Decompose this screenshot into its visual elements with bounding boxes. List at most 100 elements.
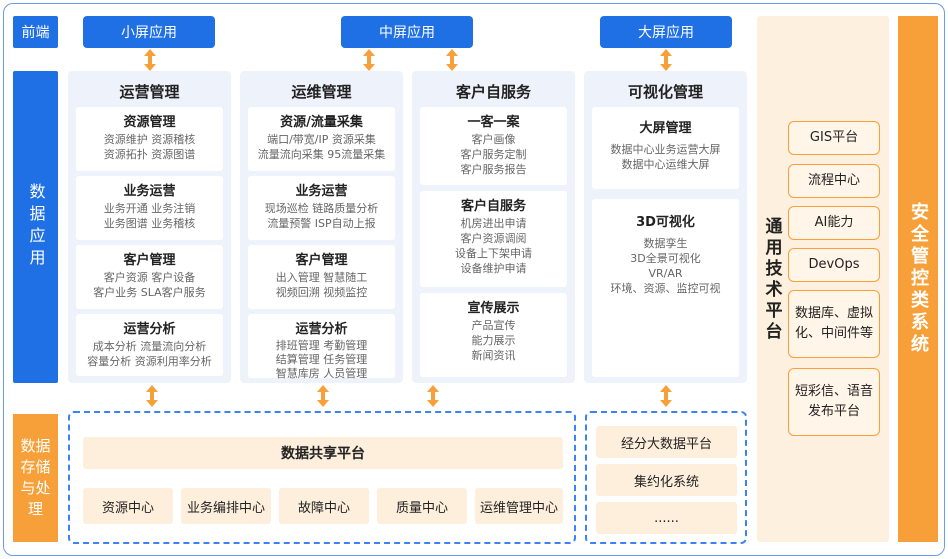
- card: 宣传展示 产品宣传能力展示新闻资讯: [420, 293, 567, 377]
- double-arrow-icon: [363, 49, 375, 71]
- double-arrow-icon: [660, 49, 672, 71]
- card-title: 客户管理: [123, 253, 176, 268]
- card-line: 新闻资讯: [471, 349, 516, 362]
- card-line: 客户画像: [471, 133, 516, 146]
- double-arrow-icon: [317, 385, 329, 407]
- process-center: 流程中心: [788, 164, 880, 198]
- card: 3D可视化 数据孪生 3D全景可视化 VR/AR 环境、资源、监控可视: [592, 199, 739, 377]
- card: 业务运营 业务开通 业务注销业务图谱 业务稽核: [76, 176, 223, 240]
- center-box: 质量中心: [377, 488, 467, 524]
- intensive-system: 集约化系统: [596, 464, 737, 496]
- more-placeholder: ......: [596, 502, 737, 534]
- center-box: 资源中心: [83, 488, 173, 524]
- gis-platform: GIS平台: [788, 121, 880, 155]
- card: 资源管理 资源维护 资源稽核资源拓扑 资源图谱: [76, 107, 223, 171]
- card-line: 视频回溯 视频监控: [275, 286, 368, 299]
- card-title: 3D可视化: [636, 215, 695, 230]
- frontend-label: 前端: [13, 16, 58, 48]
- tech-platform-label: 通用技术平台: [760, 190, 784, 370]
- column-operations: 运营管理 资源管理 资源维护 资源稽核资源拓扑 资源图谱 业务运营 业务开通 业…: [68, 71, 231, 383]
- card-line: 智慧库房 人员管理: [275, 367, 368, 380]
- card: 运营分析 成本分析 流量流向分析容量分析 资源利用率分析: [76, 314, 223, 376]
- card-line: 资源拓扑 资源图谱: [103, 148, 196, 161]
- card-line: 流量预警 ISP自动上报: [267, 217, 376, 230]
- card-line: 业务图谱 业务稽核: [103, 217, 196, 230]
- sms-voice-platform: 短彩信、语音发布平台: [788, 368, 880, 436]
- card: 客户管理 客户资源 客户设备客户业务 SLA客户服务: [76, 245, 223, 309]
- card-title: 大屏管理: [639, 121, 692, 136]
- card-line: 客户业务 SLA客户服务: [93, 286, 206, 299]
- card-line: 机房进出申请: [460, 217, 527, 230]
- card: 客户自服务 机房进出申请客户资源调阅设备上下架申请设备维护申请: [420, 191, 567, 287]
- card-line: 出入管理 智慧随工: [275, 271, 368, 284]
- double-arrow-icon: [146, 385, 158, 407]
- card-line: 环境、资源、监控可视: [610, 282, 721, 295]
- column-maintenance: 运维管理 资源/流量采集 端口/带宽/IP 资源采集流量流向采集 95流量采集 …: [240, 71, 403, 383]
- large-screen-app[interactable]: 大屏应用: [600, 16, 732, 48]
- column-title: 客户自服务: [455, 83, 531, 101]
- security-system: 安全管控类系统: [898, 16, 938, 542]
- card-title: 资源/流量采集: [280, 115, 363, 130]
- card-title: 业务运营: [123, 184, 176, 199]
- card-line: 设备维护申请: [460, 262, 527, 275]
- card-line: 流量流向采集 95流量采集: [257, 148, 386, 161]
- double-arrow-icon: [427, 385, 439, 407]
- center-box: 运维管理中心: [475, 488, 563, 524]
- card: 一客一案 客户画像客户服务定制客户服务报告: [420, 107, 567, 185]
- storage-main-area: [68, 411, 576, 544]
- card-line: 数据孪生: [643, 237, 688, 250]
- card-line: 设备上下架申请: [455, 247, 532, 260]
- column-visualization: 可视化管理 大屏管理 数据中心业务运营大屏数据中心运维大屏 3D可视化 数据孪生…: [584, 71, 747, 383]
- small-screen-app[interactable]: 小屏应用: [83, 16, 215, 48]
- card-line: 产品宣传: [471, 319, 516, 332]
- double-arrow-icon: [144, 49, 156, 71]
- data-app-label: 数据应用: [13, 71, 58, 383]
- center-box: 业务编排中心: [181, 488, 271, 524]
- medium-screen-app[interactable]: 中屏应用: [341, 16, 473, 48]
- devops: DevOps: [788, 248, 880, 282]
- card-title: 客户管理: [295, 253, 348, 268]
- column-self-service: 客户自服务 一客一案 客户画像客户服务定制客户服务报告 客户自服务 机房进出申请…: [412, 71, 575, 383]
- data-app-label-text: 数据应用: [26, 183, 46, 271]
- card-line: 数据中心运维大屏: [621, 158, 710, 171]
- card-line: 客户服务报告: [460, 163, 527, 176]
- double-arrow-icon: [446, 49, 458, 71]
- card-title: 客户自服务: [460, 199, 526, 214]
- center-box: 故障中心: [279, 488, 369, 524]
- card-line: 3D全景可视化: [630, 252, 701, 265]
- card-line: 客户服务定制: [460, 148, 527, 161]
- card-line: 端口/带宽/IP 资源采集: [267, 133, 376, 146]
- security-system-label: 安全管控类系统: [908, 202, 929, 356]
- ai-capability: AI能力: [788, 206, 880, 240]
- database-virtualization-middleware: 数据库、虚拟化、中间件等: [788, 290, 880, 358]
- card-line: 客户资源 客户设备: [103, 271, 196, 284]
- card: 运营分析 排班管理 考勤管理结算管理 任务管理智慧库房 人员管理: [248, 314, 395, 380]
- card-line: 结算管理 任务管理: [275, 353, 368, 366]
- card-line: 资源维护 资源稽核: [103, 133, 196, 146]
- card-title: 宣传展示: [467, 301, 520, 316]
- card-line: 能力展示: [471, 334, 516, 347]
- card-line: 现场巡检 链路质量分析: [264, 202, 379, 215]
- card-title: 业务运营: [295, 184, 348, 199]
- card-line: VR/AR: [648, 267, 683, 280]
- card-title: 运营分析: [123, 322, 176, 337]
- data-sharing-platform: 数据共享平台: [83, 437, 563, 469]
- card: 资源/流量采集 端口/带宽/IP 资源采集流量流向采集 95流量采集: [248, 107, 395, 171]
- card: 业务运营 现场巡检 链路质量分析流量预警 ISP自动上报: [248, 176, 395, 240]
- card-line: 成本分析 流量流向分析: [92, 340, 207, 353]
- card-line: 容量分析 资源利用率分析: [87, 355, 212, 368]
- card-title: 运营分析: [295, 322, 348, 337]
- bigdata-platform: 经分大数据平台: [596, 426, 737, 458]
- card-line: 业务开通 业务注销: [103, 202, 196, 215]
- card-line: 排班管理 考勤管理: [275, 339, 368, 352]
- card: 大屏管理 数据中心业务运营大屏数据中心运维大屏: [592, 107, 739, 189]
- storage-side-area: [585, 411, 747, 544]
- card-line: 数据中心业务运营大屏: [610, 143, 721, 156]
- card-title: 资源管理: [123, 115, 176, 130]
- double-arrow-icon: [660, 385, 672, 407]
- column-title: 可视化管理: [627, 83, 703, 101]
- card-title: 一客一案: [467, 115, 520, 130]
- storage-label-text: 数据存储与处理: [20, 437, 51, 518]
- storage-label: 数据存储与处理: [13, 414, 58, 542]
- card-line: 客户资源调阅: [460, 232, 527, 245]
